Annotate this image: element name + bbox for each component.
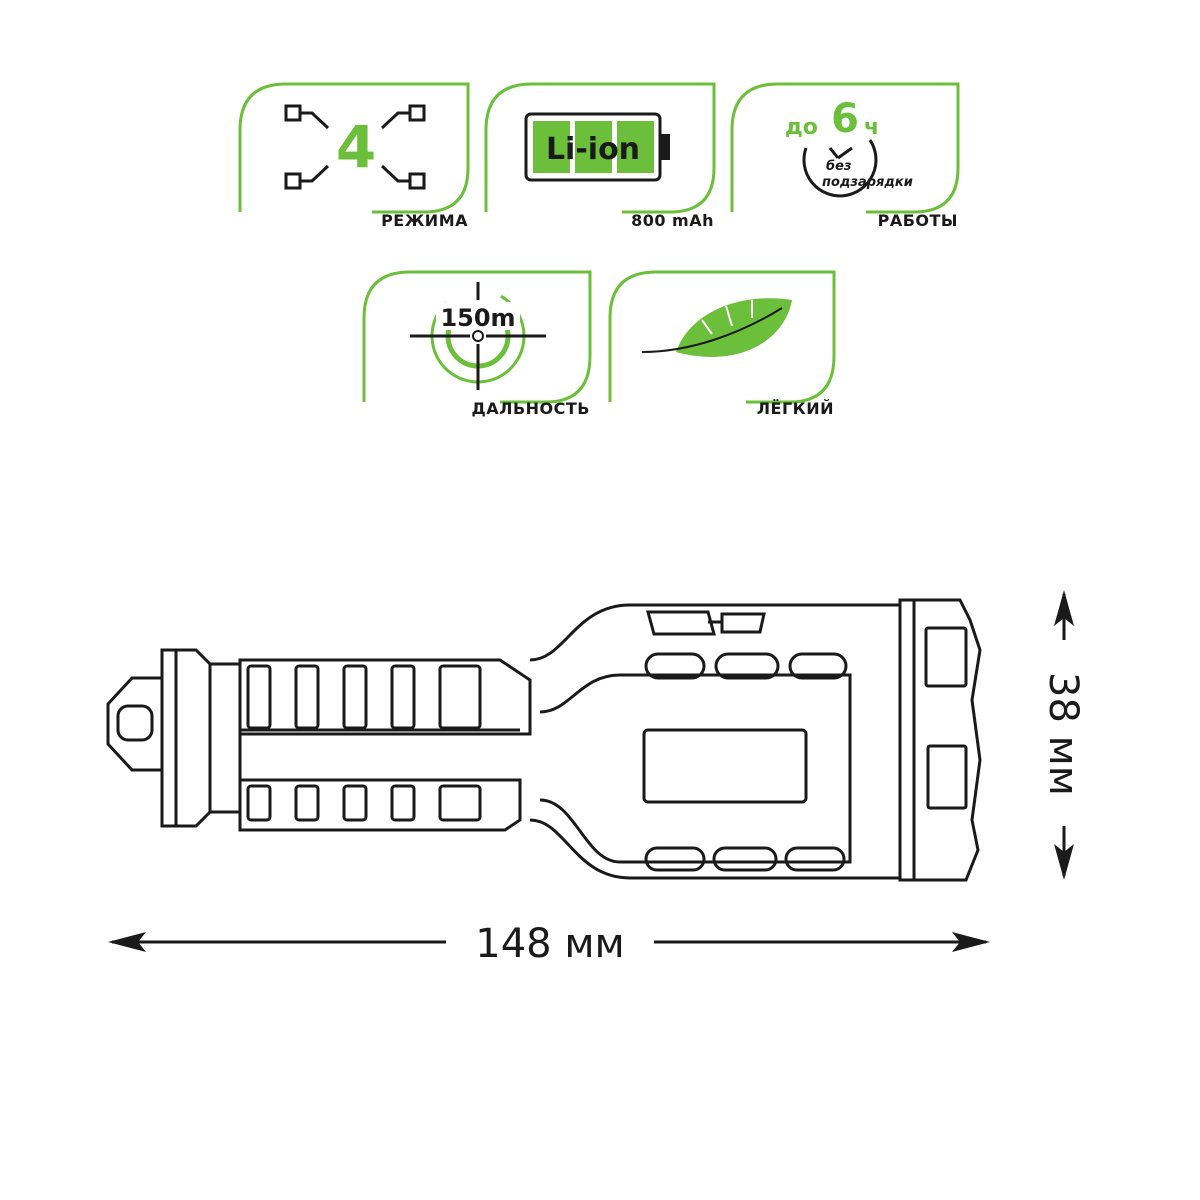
runtime-label: РАБОТЫ	[878, 211, 958, 230]
runtime-unit: ч	[864, 115, 879, 140]
feature-modes: 4 РЕЖИМА	[238, 82, 470, 230]
battery-chemistry: Li-ion	[546, 132, 640, 167]
runtime-value: 6	[831, 96, 859, 142]
grip-ribs-bottom	[246, 784, 482, 822]
modes-icon: 4	[284, 104, 426, 190]
crosshair-icon: 150m	[410, 282, 546, 390]
light-label: ЛЁГКИЙ	[757, 399, 834, 418]
modes-label: РЕЖИМА	[381, 211, 468, 230]
card-frame	[730, 82, 960, 214]
card-frame	[238, 82, 470, 214]
feature-light: ЛЁГКИЙ	[608, 270, 836, 418]
feature-runtime: до 6 ч без подзарядки РАБОТЫ	[730, 82, 960, 230]
feature-battery: Li-ion 800 mAh	[484, 82, 716, 230]
modes-value: 4	[336, 113, 376, 181]
battery-icon: Li-ion	[524, 112, 670, 182]
runtime-prefix: до	[785, 115, 818, 140]
feather-icon	[641, 298, 792, 357]
feature-range: 150m ДАЛЬНОСТЬ	[362, 270, 592, 418]
length-dimension: 148 мм	[108, 921, 990, 967]
length-value: 148 мм	[475, 921, 624, 967]
card-frame	[362, 270, 592, 404]
diameter-dimension: 38 мм	[1040, 590, 1086, 880]
battery-label: 800 mAh	[631, 211, 714, 230]
range-label: ДАЛЬНОСТЬ	[472, 399, 590, 418]
range-value: 150m	[440, 304, 515, 332]
runtime-note-2: подзарядки	[822, 175, 913, 190]
card-frame	[608, 270, 836, 404]
clock-icon	[802, 139, 878, 198]
grip-ribs-top	[246, 664, 482, 730]
flashlight-drawing	[106, 598, 982, 882]
diameter-value: 38 мм	[1040, 672, 1086, 796]
runtime-note-1: без	[826, 159, 851, 174]
card-frame	[484, 82, 716, 214]
